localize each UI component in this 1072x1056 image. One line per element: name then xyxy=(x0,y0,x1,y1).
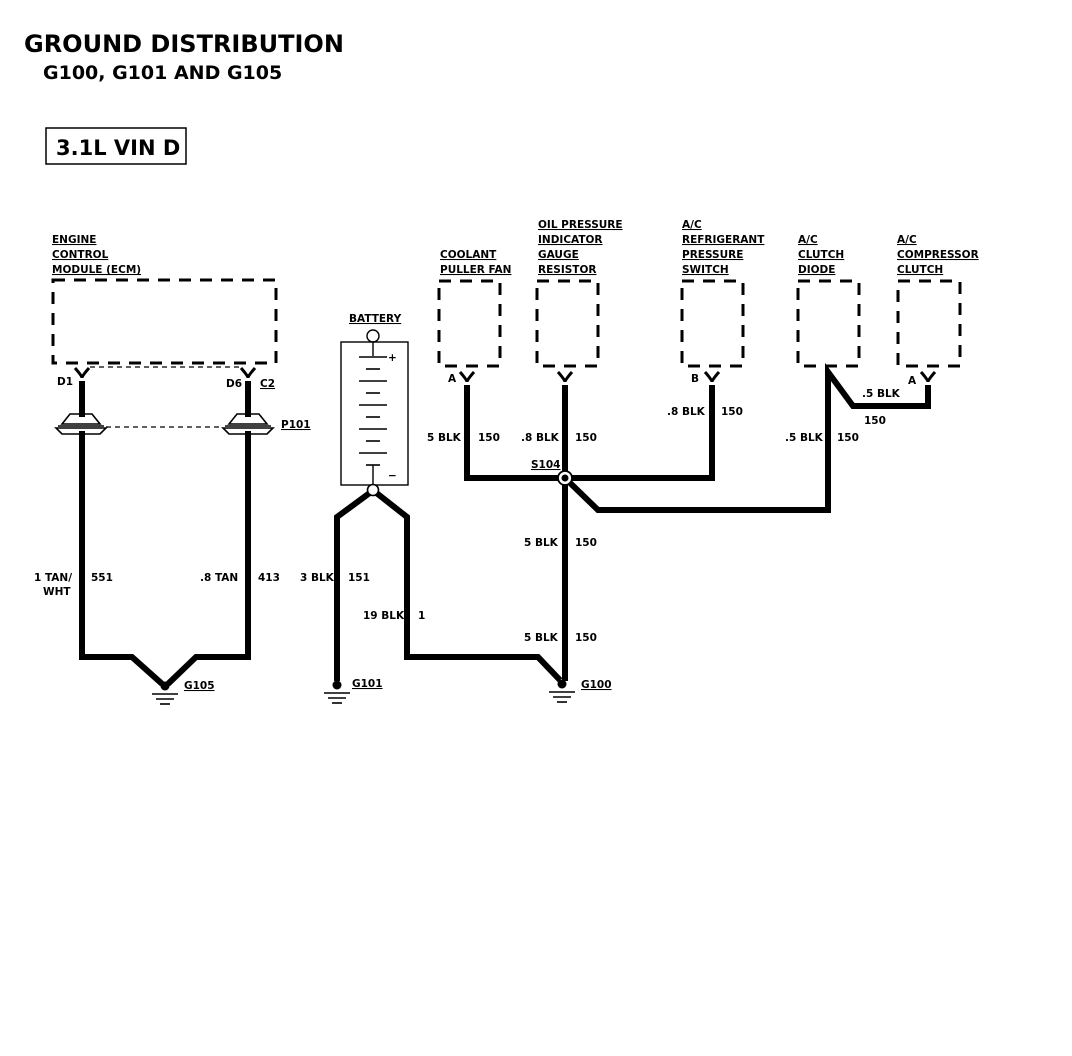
ac-diode-label-1: A/C xyxy=(798,234,818,246)
wire-ac-switch xyxy=(562,385,715,481)
oil-pressure-terminal xyxy=(556,370,574,384)
page-subtitle: G100, G101 AND G105 xyxy=(43,62,282,84)
ecm-d6-terminal xyxy=(239,366,257,380)
wire-ac-clutch-diode xyxy=(560,362,931,513)
ac-clutch-label-3: CLUTCH xyxy=(897,264,943,276)
oil-pressure-label-4: RESISTOR xyxy=(538,264,596,276)
battery-minus-sign: − xyxy=(388,470,397,482)
wire-coolant-fan xyxy=(464,385,568,481)
g100-label: G100 xyxy=(581,679,612,691)
ac-switch-label-3: PRESSURE xyxy=(682,249,743,261)
wire-s104-down-circuit: 150 xyxy=(575,537,597,549)
ac-switch-label-1: A/C xyxy=(682,219,702,231)
ac-clutch-terminal xyxy=(919,370,937,384)
g101-ground-icon xyxy=(323,692,351,704)
wire-ac-clutch-gauge: .5 BLK xyxy=(862,388,901,400)
ac-diode-box xyxy=(796,279,861,368)
oil-pressure-component: OIL PRESSURE INDICATOR GAUGE RESISTOR xyxy=(535,219,623,368)
g100-ground-icon xyxy=(548,691,576,703)
oil-pressure-box xyxy=(535,279,600,368)
coolant-fan-box xyxy=(437,279,502,368)
ac-clutch-label-1: A/C xyxy=(897,234,917,246)
ecm-connector-c2: C2 xyxy=(260,378,275,390)
wire-s104-down-gauge: 5 BLK xyxy=(524,537,559,549)
coolant-fan-component: COOLANT PULLER FAN xyxy=(437,249,511,368)
wire-ecm-d6-circuit: 413 xyxy=(258,572,280,584)
wire-ecm-d1-gauge: 1 TAN/ xyxy=(34,572,72,584)
ecm-label-2: CONTROL xyxy=(52,249,109,261)
coolant-fan-label-2: PULLER FAN xyxy=(440,264,511,276)
ac-clutch-box xyxy=(896,279,962,368)
battery-plus-sign: + xyxy=(388,352,397,364)
wire-ecm-d1 xyxy=(79,381,165,687)
p101-label: P101 xyxy=(281,419,311,431)
oil-pressure-label-3: GAUGE xyxy=(538,249,579,261)
ac-diode-label-3: DIODE xyxy=(798,264,835,276)
ecm-component: ENGINE CONTROL MODULE (ECM) xyxy=(51,234,278,365)
wire-batt-g100-gauge: 19 BLK xyxy=(363,610,405,622)
battery-component: BATTERY + − xyxy=(340,313,409,486)
battery-cells-icon xyxy=(359,356,387,486)
ac-switch-pin: B xyxy=(691,373,699,385)
wire-ac-switch-gauge: .8 BLK xyxy=(667,406,706,418)
wire-oil-pressure-circuit: 150 xyxy=(575,432,597,444)
g105-ground-icon xyxy=(151,693,179,705)
wire-ac-clutch-circuit: 150 xyxy=(864,415,886,427)
wire-ecm-d6 xyxy=(165,381,251,687)
wire-ac-diode-circuit: 150 xyxy=(837,432,859,444)
oil-pressure-label-2: INDICATOR xyxy=(538,234,603,246)
ac-switch-component: A/C REFRIGERANT PRESSURE SWITCH xyxy=(680,219,765,368)
ac-diode-label-2: CLUTCH xyxy=(798,249,844,261)
ac-diode-component: A/C CLUTCH DIODE xyxy=(796,234,861,368)
coolant-fan-label-1: COOLANT xyxy=(440,249,497,261)
g101-dot xyxy=(332,680,342,690)
battery-negative-terminal xyxy=(366,483,380,497)
engine-badge-box xyxy=(45,127,187,165)
wire-battery-g100 xyxy=(374,490,563,683)
ecm-box xyxy=(51,278,278,365)
wire-ecm-d6-gauge: .8 TAN xyxy=(200,572,238,584)
g105-dot xyxy=(160,681,170,691)
wire-ac-diode-gauge: .5 BLK xyxy=(785,432,824,444)
wire-batt-g101-circuit: 151 xyxy=(348,572,370,584)
engine-badge: 3.1L VIN D xyxy=(56,136,180,160)
ecm-d1-terminal xyxy=(73,366,91,380)
s104-label: S104 xyxy=(531,459,560,471)
g105-label: G105 xyxy=(184,680,215,692)
wire-oil-pressure-gauge: .8 BLK xyxy=(521,432,560,444)
wire-g100-feed-circuit: 150 xyxy=(575,632,597,644)
battery-box xyxy=(340,341,409,486)
wire-coolant-fan-circuit: 150 xyxy=(478,432,500,444)
coolant-fan-pin: A xyxy=(448,373,457,385)
ecm-pin-d1: D1 xyxy=(57,376,73,388)
coolant-fan-terminal xyxy=(458,370,476,384)
wire-batt-g100-circuit: 1 xyxy=(418,610,425,622)
ac-switch-label-4: SWITCH xyxy=(682,264,729,276)
ac-clutch-pin: A xyxy=(908,375,917,387)
wire-coolant-fan-gauge: 5 BLK xyxy=(427,432,462,444)
g101-label: G101 xyxy=(352,678,383,690)
wire-ecm-d1-gauge-2: WHT xyxy=(43,586,71,598)
battery-label: BATTERY xyxy=(349,313,402,325)
ac-switch-label-2: REFRIGERANT xyxy=(682,234,765,246)
wire-ac-switch-circuit: 150 xyxy=(721,406,743,418)
ac-clutch-component: A/C COMPRESSOR CLUTCH xyxy=(896,234,979,368)
ac-clutch-label-2: COMPRESSOR xyxy=(897,249,979,261)
ecm-label-3: MODULE (ECM) xyxy=(52,264,141,276)
g100-dot xyxy=(557,679,567,689)
page-title: GROUND DISTRIBUTION xyxy=(24,30,344,58)
oil-pressure-label-1: OIL PRESSURE xyxy=(538,219,623,231)
wire-ecm-d1-circuit: 551 xyxy=(91,572,113,584)
wire-battery-g101 xyxy=(334,490,372,681)
p101-right-connector xyxy=(221,413,275,435)
ac-switch-box xyxy=(680,279,745,368)
wire-g100-feed-gauge: 5 BLK xyxy=(524,632,559,644)
ecm-label-1: ENGINE xyxy=(52,234,96,246)
wire-batt-g101-gauge: 3 BLK xyxy=(300,572,335,584)
ecm-pin-d6: D6 xyxy=(226,378,242,390)
ac-switch-terminal xyxy=(703,370,721,384)
